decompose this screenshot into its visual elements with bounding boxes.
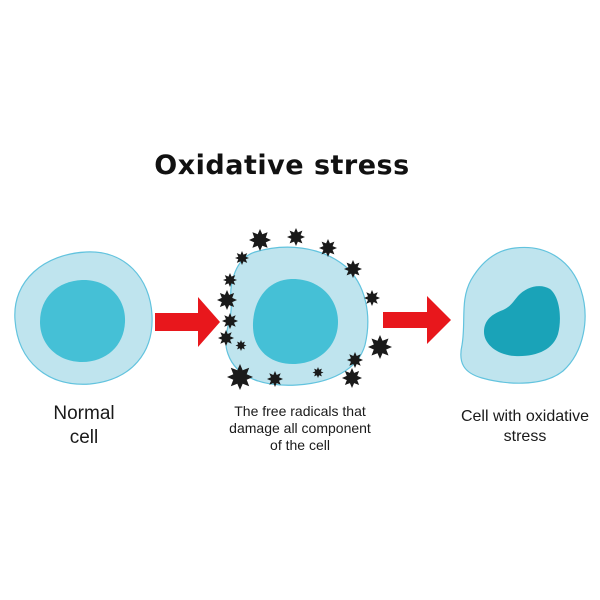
cell-under-attack (225, 246, 369, 386)
free-radical-icon (249, 229, 271, 251)
free-radical-icon (235, 251, 249, 265)
stressed-cell (460, 246, 586, 384)
stressed-cell-caption: Cell with oxidative stress (460, 408, 590, 445)
right-arrow-icon (155, 297, 220, 347)
free-radicals (217, 228, 392, 390)
right-arrow-icon (383, 296, 451, 344)
free-radical-icon (218, 330, 234, 346)
normal-cell (14, 251, 153, 385)
stressed-cell-nucleus (484, 286, 560, 357)
free-radicals-caption: The free radicals that damage all compon… (229, 403, 371, 453)
free-radical-icon (347, 352, 363, 368)
free-radical-icon (368, 335, 392, 359)
free-radical-icon (222, 313, 238, 329)
free-radical-icon (342, 368, 362, 388)
free-radical-icon (267, 371, 283, 387)
diagram-title: Oxidative stress (154, 150, 410, 181)
attacked-cell-nucleus (252, 278, 338, 364)
free-radical-icon (319, 239, 337, 257)
normal-cell-nucleus (40, 279, 126, 362)
free-radical-icon (364, 290, 380, 306)
free-radical-icon (344, 260, 362, 278)
free-radical-icon (217, 290, 237, 310)
free-radical-icon (287, 228, 305, 246)
free-radical-icon (227, 364, 253, 390)
free-radical-icon (223, 273, 237, 287)
normal-cell-caption: Normal cell (53, 403, 115, 448)
free-radical-icon (235, 340, 247, 351)
free-radical-icon (312, 367, 324, 378)
